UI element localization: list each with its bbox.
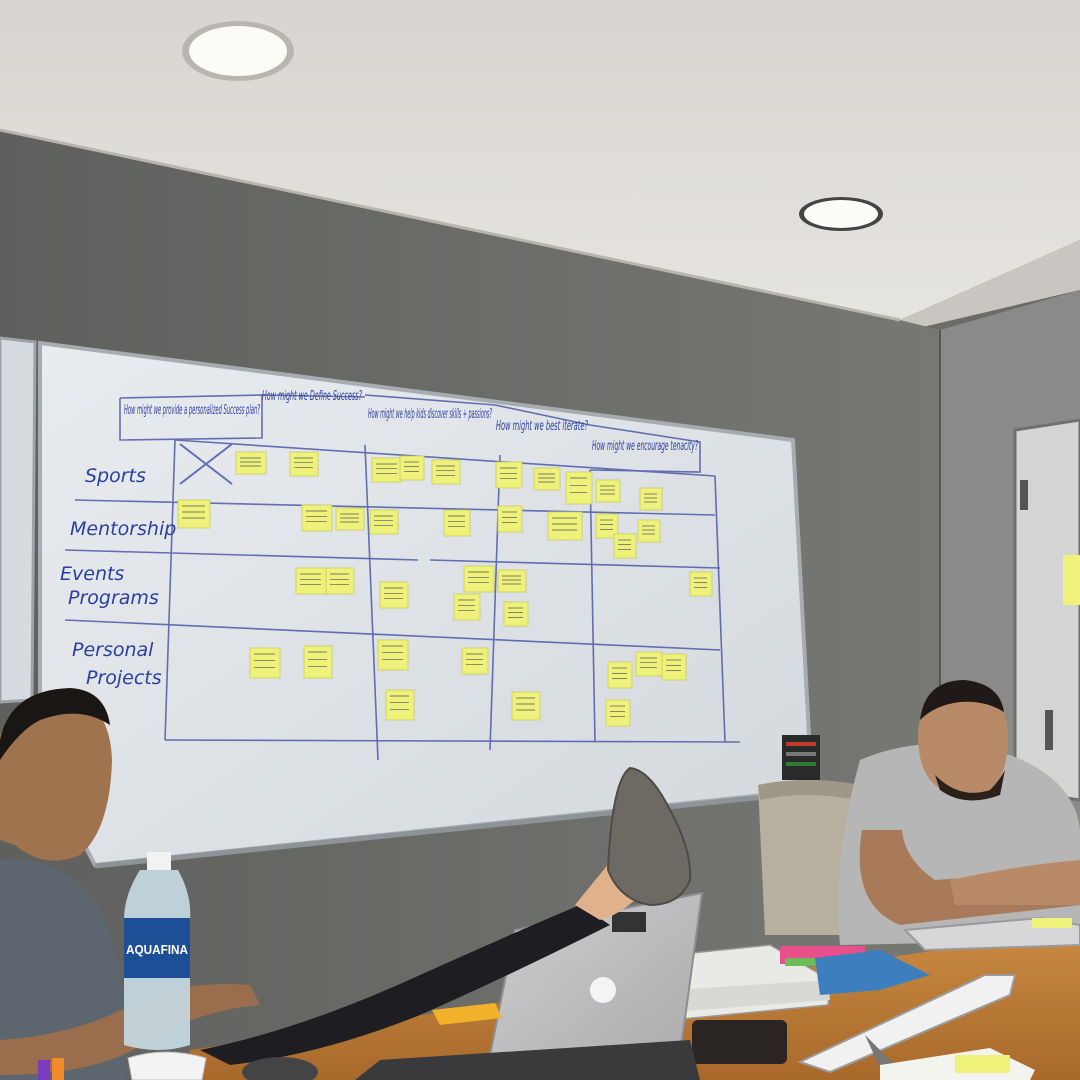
sticky-note [607,661,633,689]
sticky-note [295,567,327,595]
paper-sticky-note [955,1055,1010,1073]
row-label-personal: Personal [72,639,154,661]
sticky-note [453,593,481,621]
whiteboard-left-panel [0,336,37,704]
sticky-note [325,567,355,595]
sticky-note [177,499,211,529]
sticky-note [335,507,365,531]
row-label-sports: Sports [85,465,146,487]
sticky-note [533,467,561,491]
ceiling [0,0,1080,320]
sticky-note [431,459,461,485]
sticky-notes-group [177,451,713,727]
sticky-note [371,457,403,483]
sticky-note [377,639,409,671]
ceiling-soffit [900,240,1080,330]
row-label-projects: Projects [86,667,162,689]
sticky-note [639,487,663,511]
person-right [838,680,1080,945]
computer-mouse [242,1057,318,1080]
sticky-note [385,689,415,721]
sticky-note [495,461,523,489]
bottle-brand-text: AQUAFINA [126,942,189,957]
sticky-note [497,505,523,533]
column-question-3: How might we help kids discover skills +… [368,407,492,422]
legs-on-table [200,905,610,1065]
laptop-logo-icon [590,977,616,1003]
sticky-note [565,471,593,505]
ceiling-light-left [182,21,294,81]
sticky-note [613,533,637,559]
black-case [692,1020,787,1064]
row-label-events: Events [60,563,124,585]
sticky-note [461,647,489,675]
person-left [0,688,692,1080]
column-question-5: How might we encourage tenacity? [592,439,698,454]
column-question-4: How might we best iterate? [496,419,588,434]
column-question-2: How might we Define Success? [262,389,362,404]
ceiling-light-right [799,197,883,231]
sticky-note [369,509,399,535]
sticky-note [497,569,527,593]
sticky-note [463,565,495,593]
sticky-note [289,451,319,477]
sticky-note [635,651,663,677]
sticky-note [595,479,621,503]
sticky-pad-on-table [432,1003,502,1025]
sticky-note [637,519,661,543]
sticky-note [399,455,425,481]
tablet-on-stand [797,974,1017,1074]
column-question-1: How might we provide a personalized Succ… [124,403,260,418]
binder-stack [671,944,930,1021]
sticky-note [235,451,267,475]
office-chair [758,780,860,935]
shoe-icon [606,766,692,907]
door-sticky-note [1063,555,1080,605]
door [1013,418,1080,802]
sticky-note [301,504,333,532]
sticky-note [503,601,529,627]
row-label-mentorship: Mentorship [70,518,176,540]
sticky-note [443,509,471,537]
sticky-note [547,511,583,541]
water-bottle: AQUAFINA [124,852,191,1050]
bottle-label [124,918,190,978]
sticky-note [689,571,713,597]
ceiling-edge [0,128,901,322]
marker-holder [782,735,820,780]
laptop-sticky-note [1032,918,1072,928]
paper-cup [127,1051,207,1080]
sticky-note [511,691,541,721]
sticky-note [661,653,687,681]
sticky-note [605,699,631,727]
whiteboard-tray [94,789,814,869]
highlighters [38,1058,64,1080]
row-label-programs: Programs [68,587,159,609]
sticky-note [249,647,281,679]
sticky-note [303,645,333,679]
blue-container [815,950,930,995]
laptop-right [902,916,1080,952]
sticky-note [379,581,409,609]
